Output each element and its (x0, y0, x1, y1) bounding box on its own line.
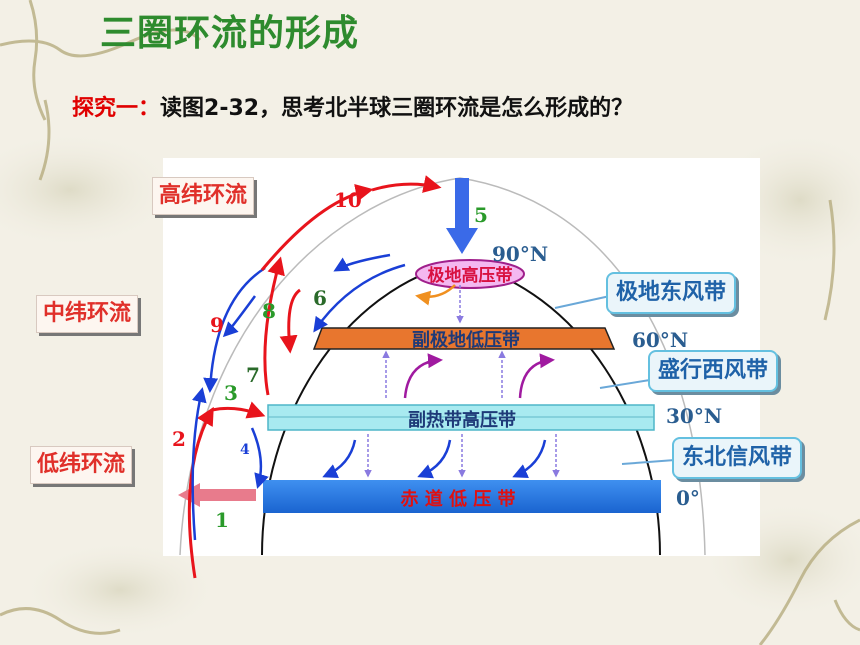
arrow-10-high-cell (260, 184, 374, 271)
arrow-7-mid-cell-ascend (263, 256, 285, 396)
arrow-5-polar-descent (446, 178, 478, 254)
arrow-9b-mid-cell-return (222, 295, 257, 338)
num-7: 7 (246, 363, 260, 387)
arrow-trade-1 (322, 439, 357, 479)
label-low-latitude-cell: 低纬环流 (30, 446, 133, 484)
polar-high-ellipse (415, 259, 525, 289)
num-10: 10 (334, 188, 362, 212)
arrow-trade-2 (417, 439, 452, 479)
lat-30n: 30°N (666, 404, 723, 428)
num-1: 1 (215, 508, 229, 532)
lat-90n: 90°N (492, 242, 549, 266)
label-polar-high: 极地高压带 (428, 265, 513, 286)
subtitle-lead: 探究一： (72, 96, 161, 121)
num-4: 4 (240, 442, 250, 458)
arrow-westerly-2 (518, 353, 555, 399)
arrow-8-mid-cell-rise (279, 288, 301, 354)
arrow-3-low-cell-return (191, 387, 207, 541)
pointer-polar-east (554, 295, 611, 309)
lat-0: 0° (676, 486, 700, 510)
num-2: 2 (172, 427, 186, 451)
arrow-6-high-cell-return (313, 263, 406, 333)
label-ne-trades: 东北信风带 (672, 437, 803, 479)
arrow-10b-high-cell (371, 175, 442, 193)
slide-subtitle: 探究一：读图2-32，思考北半球三圈环流是怎么形成的？ (72, 90, 633, 122)
equatorial-low-band (263, 480, 661, 513)
num-3: 3 (224, 381, 238, 405)
label-equatorial-low: 赤 道 低 压 带 (400, 488, 515, 510)
vine-right (758, 199, 860, 645)
num-8: 8 (262, 299, 276, 323)
arrow-polar-outflow (415, 284, 456, 306)
arrow-9-mid-cell-return (203, 266, 266, 393)
pointer-westerlies (599, 379, 651, 389)
arrow-6b-high-cell-return (333, 253, 391, 272)
arrow-4-low-cell-descend (250, 427, 269, 489)
lat-60n: 60°N (632, 328, 689, 352)
label-polar-easterlies: 极地东风带 (606, 272, 737, 314)
vine-top (0, 0, 202, 181)
num-9: 9 (210, 313, 224, 337)
arrow-trade-3 (512, 439, 547, 479)
arrow-westerly-1 (403, 353, 443, 399)
label-subpolar-low: 副极地低压带 (412, 329, 520, 351)
label-westerlies: 盛行西风带 (648, 350, 779, 392)
pointer-ne-trades (621, 459, 676, 465)
num-5: 5 (474, 203, 488, 227)
slide-title: 三圈环流的形成 (100, 13, 360, 54)
arrow-2-low-cell-ascend (187, 406, 214, 579)
vine-bottom (0, 607, 121, 635)
subpolar-low-band (312, 327, 616, 350)
label-subtropical-high: 副热带高压带 (408, 409, 516, 431)
num-6: 6 (313, 286, 327, 310)
arrow-2b-low-cell-top (211, 401, 266, 419)
label-mid-latitude-cell: 中纬环流 (36, 295, 139, 333)
label-high-latitude-cell: 高纬环流 (152, 177, 255, 215)
subtitle-text: 读图2-32，思考北半球三圈环流是怎么形成的？ (160, 96, 634, 121)
